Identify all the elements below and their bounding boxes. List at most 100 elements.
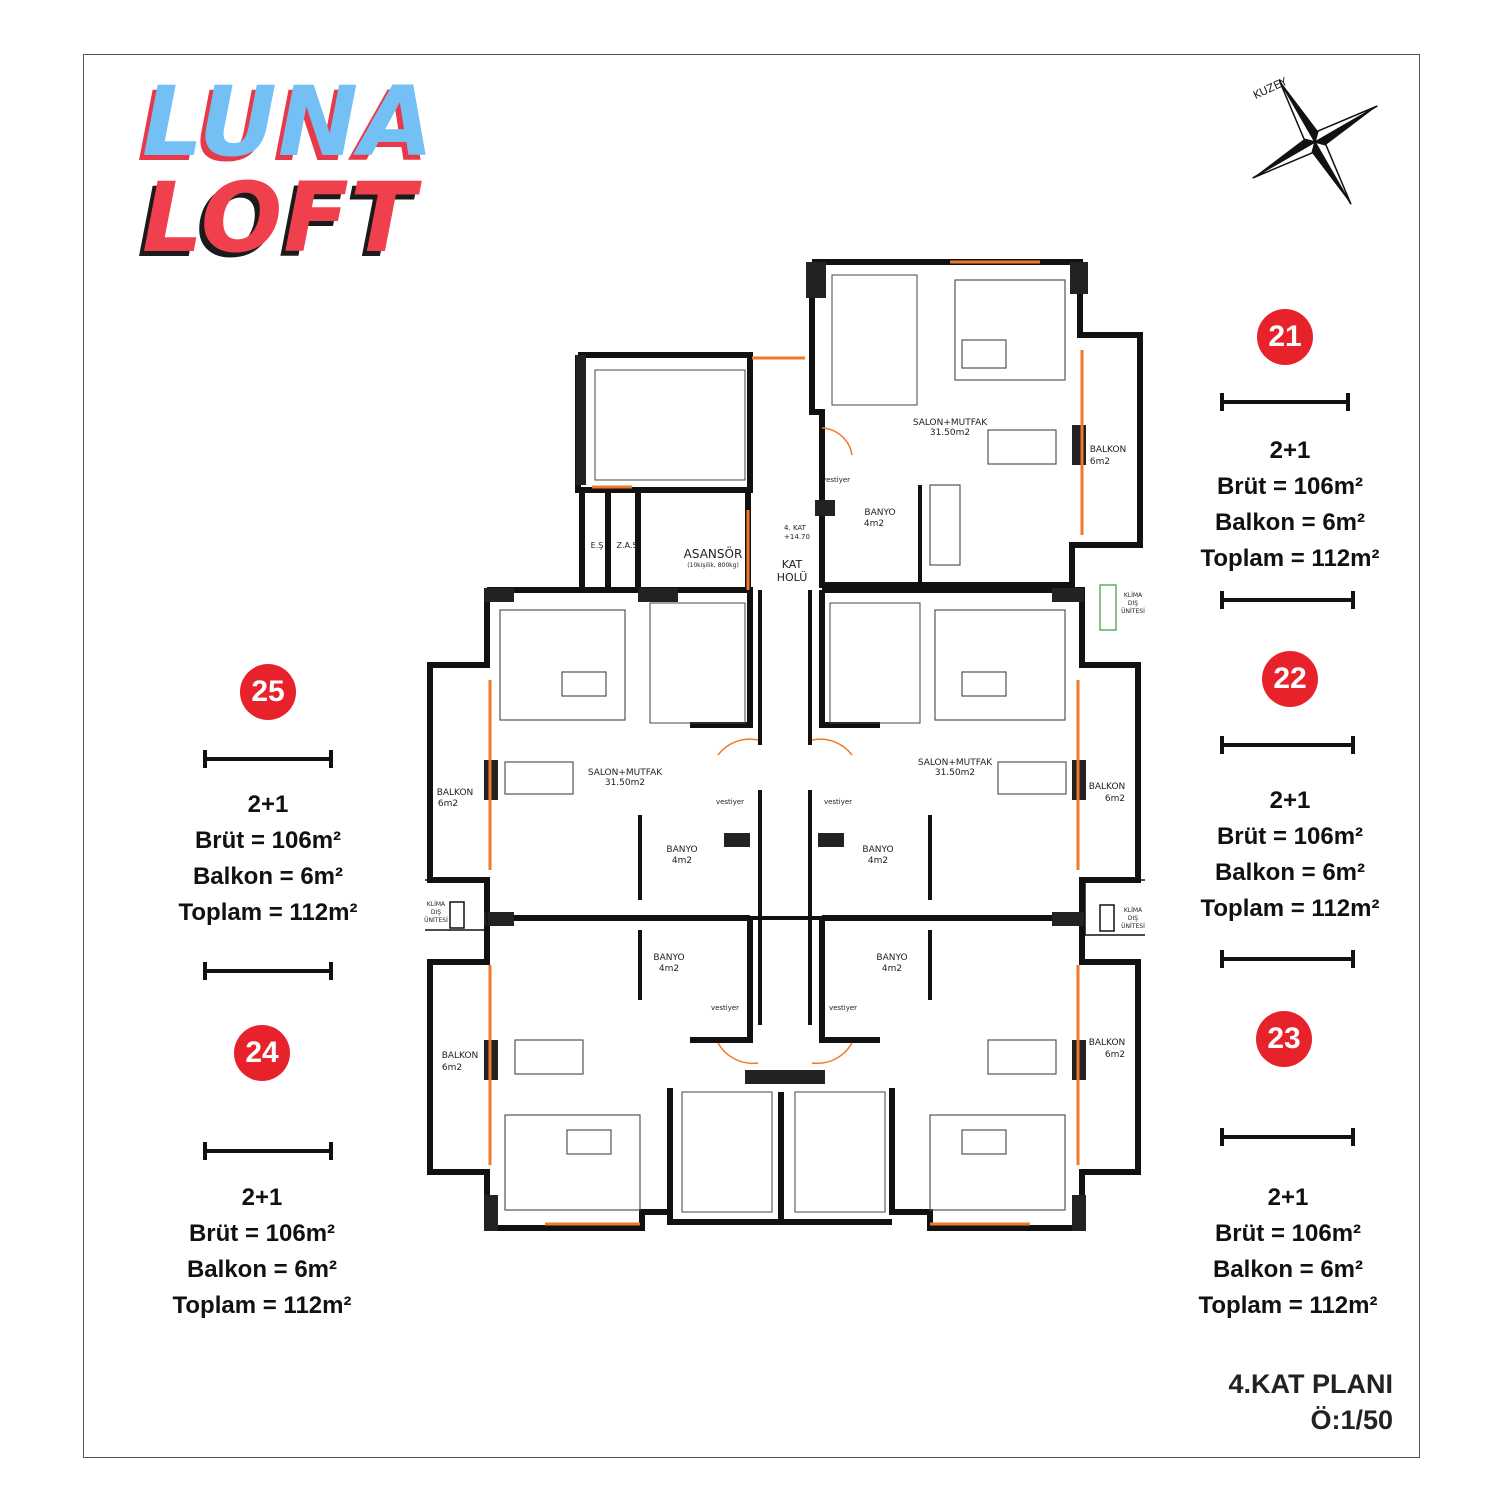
ac-label-1: KLİMA (1124, 592, 1143, 599)
windows (488, 260, 1084, 1226)
divider-line (1220, 393, 1350, 411)
doors (717, 427, 853, 1065)
logo-loft: LOFT (142, 162, 417, 274)
room-area: 6m2 (1090, 457, 1110, 467)
elevator-label: ASANSÖR (684, 545, 743, 561)
divider-line (1220, 950, 1355, 968)
unit-brut: Brüt = 106m² (1216, 473, 1364, 500)
room-area: 4m2 (868, 856, 888, 866)
unit-info-24: 2+1 Brüt = 106m² Balkon = 6m² Toplam = 1… (132, 1180, 392, 1324)
room-area: 31.50m2 (935, 768, 975, 778)
unit-type: 2+1 (1269, 437, 1311, 464)
unit-balkon: Balkon = 6m² (1212, 1256, 1364, 1283)
hall-label-2: HOLÜ (777, 571, 808, 584)
level-label: 4. KAT (784, 524, 807, 532)
unit-toplam: Toplam = 112m² (1198, 1292, 1378, 1319)
unit-badge-23: 23 (1256, 1011, 1312, 1067)
room-label: SALON+MUTFAK (913, 418, 988, 428)
room-label: BALKON (442, 1051, 479, 1061)
shaft-label-zas: Z.A.S (617, 541, 638, 550)
room-label: BALKON (437, 788, 474, 798)
unit-balkon: Balkon = 6m² (192, 863, 344, 890)
unit-type: 2+1 (241, 1184, 283, 1211)
room-label: BANYO (666, 845, 697, 855)
room-labels: SALON+MUTFAK 31.50m2 SALON+MUTFAK 31.50m… (424, 418, 1145, 1073)
plan-title-block: 4.KAT PLANI Ö:1/50 (1228, 1366, 1393, 1438)
divider-line (1220, 1128, 1355, 1146)
unit-balkon: Balkon = 6m² (1214, 859, 1366, 886)
ac-label-1: KLİMA (427, 901, 446, 908)
closet-label: vestiyer (829, 1004, 857, 1012)
divider-line (203, 962, 333, 980)
plan-title: 4.KAT PLANI (1228, 1369, 1393, 1399)
room-label: BANYO (876, 953, 907, 963)
exterior-walls (427, 259, 1143, 1231)
unit-brut: Brüt = 106m² (1216, 823, 1364, 850)
room-area: 4m2 (882, 964, 902, 974)
closet-label: vestiyer (716, 798, 744, 806)
unit-badge-24: 24 (234, 1025, 290, 1081)
floor-plan: SALON+MUTFAK 31.50m2 SALON+MUTFAK 31.50m… (424, 259, 1145, 1231)
closet-label: vestiyer (822, 476, 850, 484)
room-label: BALKON (1090, 445, 1127, 455)
stairs (594, 274, 921, 1213)
north-arrow-icon: KUZEY (1251, 75, 1378, 205)
unit-brut: Brüt = 106m² (194, 827, 342, 854)
divider-line (1220, 591, 1355, 609)
unit-balkon: Balkon = 6m² (1214, 509, 1366, 536)
level-value: +14.70 (784, 533, 810, 541)
unit-info-23: 2+1 Brüt = 106m² Balkon = 6m² Toplam = 1… (1158, 1180, 1418, 1324)
ac-label-3: ÜNİTESİ (1121, 923, 1145, 930)
room-area: 31.50m2 (605, 778, 645, 788)
page-frame (83, 54, 1420, 1458)
furniture (499, 279, 1117, 1211)
unit-info-21: 2+1 Brüt = 106m² Balkon = 6m² Toplam = 1… (1160, 433, 1420, 577)
plan-scale: Ö:1/50 (1310, 1405, 1393, 1435)
room-area: 6m2 (442, 1063, 462, 1073)
unit-type: 2+1 (247, 791, 289, 818)
room-label: BALKON (1089, 782, 1126, 792)
closet-label: vestiyer (711, 1004, 739, 1012)
unit-badge-25: 25 (240, 664, 296, 720)
room-area: 4m2 (659, 964, 679, 974)
hall-label-1: KAT (782, 558, 803, 571)
unit-toplam: Toplam = 112m² (1200, 895, 1380, 922)
elevator-note: (10kişilik, 800kg) (687, 562, 739, 569)
ac-label-1: KLİMA (1124, 907, 1143, 914)
ac-label-3: ÜNİTESİ (424, 917, 448, 924)
unit-badge-22: 22 (1262, 651, 1318, 707)
unit-toplam: Toplam = 112m² (1200, 545, 1380, 572)
unit-toplam: Toplam = 112m² (178, 899, 358, 926)
unit-toplam: Toplam = 112m² (172, 1292, 352, 1319)
unit-info-25: 2+1 Brüt = 106m² Balkon = 6m² Toplam = 1… (138, 787, 398, 931)
ac-label-3: ÜNİTESİ (1121, 608, 1145, 615)
unit-type: 2+1 (1269, 787, 1311, 814)
logo-luna: LUNA (142, 66, 435, 178)
ac-label-2: DIŞ (431, 909, 441, 916)
room-area: 31.50m2 (930, 428, 970, 438)
ac-label-2: DIŞ (1128, 600, 1138, 607)
room-area: 4m2 (672, 856, 692, 866)
room-area: 4m2 (864, 519, 884, 529)
divider-line (1220, 736, 1355, 754)
unit-brut: Brüt = 106m² (188, 1220, 336, 1247)
room-label: SALON+MUTFAK (918, 758, 993, 768)
unit-balkon: Balkon = 6m² (186, 1256, 338, 1283)
unit-info-22: 2+1 Brüt = 106m² Balkon = 6m² Toplam = 1… (1160, 783, 1420, 927)
ac-label-2: DIŞ (1128, 915, 1138, 922)
closet-label: vestiyer (824, 798, 852, 806)
unit-brut: Brüt = 106m² (1214, 1220, 1362, 1247)
room-label: BALKON (1089, 1038, 1126, 1048)
shaft-label-es: E.Ş (591, 541, 604, 550)
unit-type: 2+1 (1267, 1184, 1309, 1211)
columns (484, 262, 1088, 1231)
divider-line (203, 750, 333, 768)
unit-badge-21: 21 (1257, 309, 1313, 365)
divider-line (203, 1142, 333, 1160)
ac-units (425, 879, 1145, 936)
room-area: 6m2 (1105, 794, 1125, 804)
room-label: BANYO (862, 845, 893, 855)
room-area: 6m2 (1105, 1050, 1125, 1060)
room-area: 6m2 (438, 799, 458, 809)
corridor-walls (500, 485, 1070, 1025)
